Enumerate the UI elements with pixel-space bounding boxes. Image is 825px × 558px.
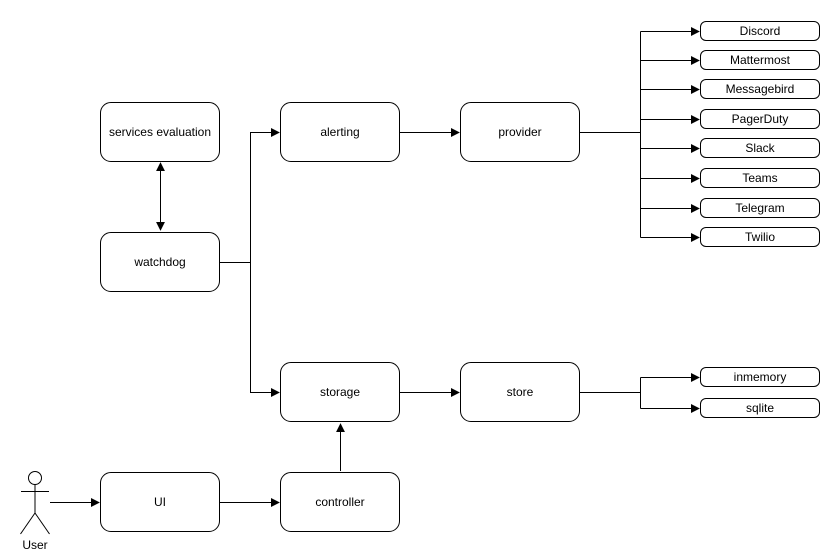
node-sqlite[interactable]: sqlite [700,398,820,418]
node-discord[interactable]: Discord [700,21,820,41]
node-store[interactable]: store [460,362,580,422]
node-services-evaluation[interactable]: services evaluation [100,102,220,162]
node-telegram[interactable]: Telegram [700,198,820,218]
edge-watchdog-storage [250,262,280,397]
node-provider[interactable]: provider [460,102,580,162]
edge-provider-trunk [580,31,641,238]
node-watchdog[interactable]: watchdog [100,232,220,292]
user-actor-label: User [22,538,48,552]
node-pagerduty[interactable]: PagerDuty [700,109,820,129]
node-controller[interactable]: controller [280,472,400,532]
node-mattermost[interactable]: Mattermost [700,50,820,70]
node-teams[interactable]: Teams [700,168,820,188]
node-inmemory[interactable]: inmemory [700,367,820,387]
node-ui[interactable]: UI [100,472,220,532]
node-twilio[interactable]: Twilio [700,227,820,247]
edge-watchdog-alerting [250,128,280,263]
node-slack[interactable]: Slack [700,138,820,158]
edge-store-trunk [580,377,641,409]
node-storage[interactable]: storage [280,362,400,422]
node-alerting[interactable]: alerting [280,102,400,162]
user-actor-icon [20,471,50,535]
node-messagebird[interactable]: Messagebird [700,79,820,99]
